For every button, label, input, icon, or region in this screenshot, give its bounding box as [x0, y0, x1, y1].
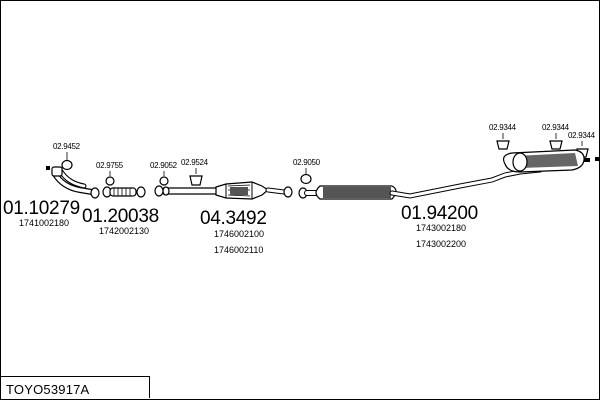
bolt-icon: [595, 157, 599, 161]
accessory-label: 02.9755: [96, 161, 123, 170]
hanger-rubber-icon: [189, 175, 203, 186]
part-number-label: 04.3492: [200, 208, 267, 229]
leader-lines: [66, 133, 583, 176]
accessory-label: 02.9050: [293, 158, 320, 167]
part-ref-label: 1743002180: [416, 223, 467, 233]
part-ref-label: 1746002110: [214, 245, 264, 255]
accessory-label: 02.9344: [542, 123, 569, 132]
drawing-code: TOYO53917A: [6, 382, 90, 397]
accessory-label: 02.9344: [568, 131, 595, 140]
bolt-icon: [46, 166, 50, 170]
part-number-label: 01.94200: [401, 203, 478, 224]
part-number-label: 01.20038: [82, 206, 159, 227]
part-ref-label: 1741002180: [19, 218, 70, 228]
gasket-icon: [105, 176, 115, 186]
accessory-label: 02.9452: [53, 142, 80, 151]
gasket-icon: [159, 176, 169, 186]
hanger-rubber-icon: [496, 140, 510, 150]
part-ref-label: 1742002130: [99, 226, 150, 236]
front-pipe-part: [51, 166, 100, 199]
accessory-label: 02.9052: [150, 161, 177, 170]
intermediate-pipe-part: [102, 186, 146, 198]
part-ref-label: 1743002200: [416, 239, 467, 249]
catalytic-converter-part: [154, 181, 293, 200]
accessory-label: 02.9524: [181, 158, 208, 167]
part-number-label: 01.10279: [3, 198, 80, 219]
hanger-ring-icon: [61, 159, 73, 171]
title-block: TOYO53917A: [0, 376, 150, 398]
hanger-rubber-icon: [549, 140, 563, 150]
accessory-label: 02.9344: [489, 123, 516, 132]
hanger-ring-icon: [300, 173, 312, 185]
part-ref-label: 1746002100: [214, 229, 265, 239]
center-rear-pipe-part: [298, 149, 590, 200]
